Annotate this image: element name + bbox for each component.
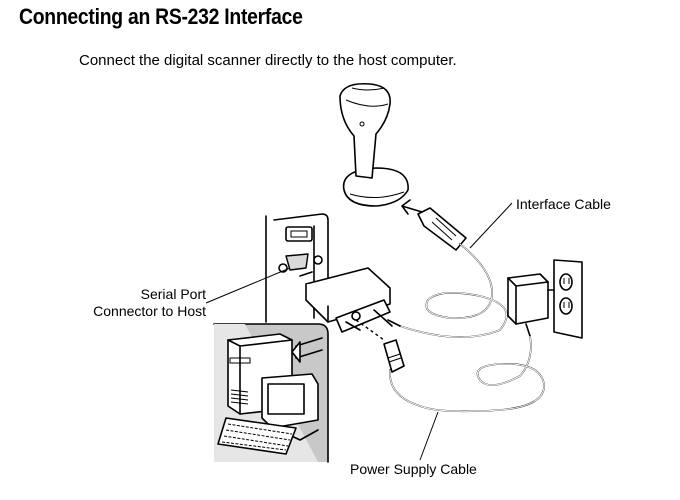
page-title: Connecting an RS-232 Interface bbox=[19, 4, 303, 29]
serial-port-label-line1: Serial Port bbox=[140, 286, 206, 302]
serial-port-label: Serial Port Connector to Host bbox=[84, 286, 206, 320]
host-computer-icon bbox=[217, 333, 319, 455]
power-supply-cable-leader bbox=[419, 411, 439, 461]
rs232-connector bbox=[305, 267, 393, 333]
host-serial-port bbox=[265, 213, 329, 323]
insert-arrow-icon bbox=[291, 337, 323, 363]
digital-scanner-in-cradle bbox=[339, 82, 409, 207]
power-supply bbox=[507, 273, 555, 337]
interface-cable bbox=[387, 207, 508, 338]
interface-cable-leader bbox=[469, 202, 513, 249]
cable-insert-arrow-icon bbox=[401, 199, 423, 215]
power-supply-cable bbox=[383, 335, 545, 413]
serial-port-label-line2: Connector to Host bbox=[93, 303, 206, 319]
power-supply-cable-label: Power Supply Cable bbox=[350, 461, 477, 477]
intro-text: Connect the digital scanner directly to … bbox=[79, 52, 457, 69]
interface-cable-label: Interface Cable bbox=[516, 196, 611, 212]
serial-port-leader bbox=[205, 267, 291, 304]
wall-outlet bbox=[553, 259, 583, 339]
